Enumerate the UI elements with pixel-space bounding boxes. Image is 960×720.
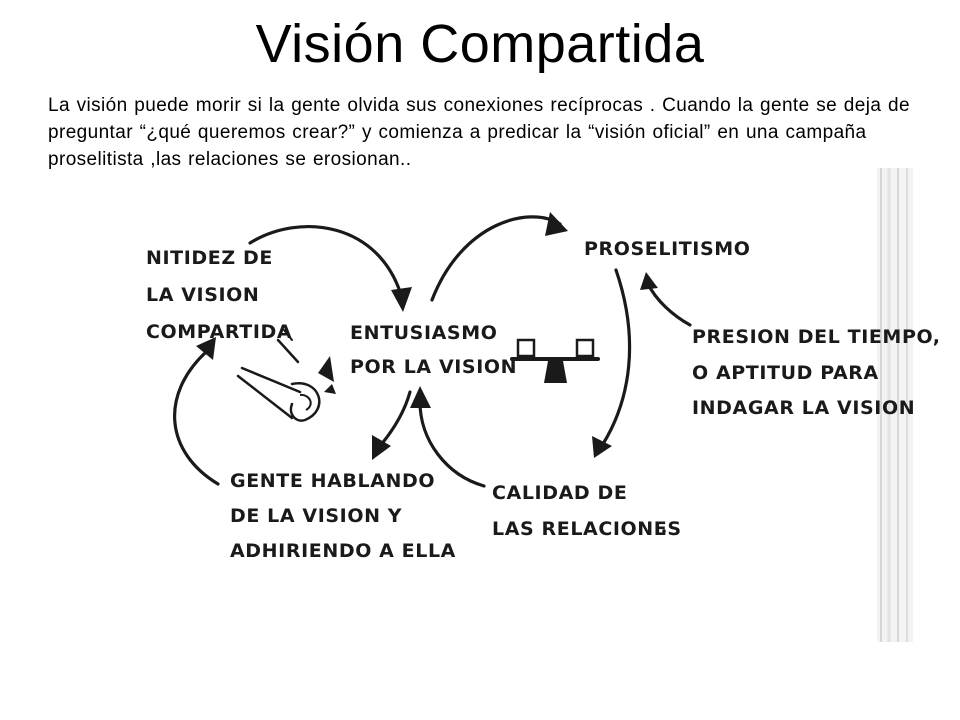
balance-icon — [510, 338, 600, 383]
node-gente: GENTE HABLANDO DE LA VISION Y ADHIRIENDO… — [230, 470, 456, 562]
arrow-proselitismo-to-calidad — [592, 268, 632, 458]
node-entusiasmo-line-2: POR LA VISION — [350, 356, 517, 378]
node-nitidez-line-1: NITIDEZ DE — [146, 247, 273, 269]
node-entusiasmo-line-1: ENTUSIASMO — [350, 322, 497, 344]
node-gente-line-2: DE LA VISION Y — [230, 505, 402, 527]
node-gente-line-1: GENTE HABLANDO — [230, 470, 435, 492]
node-presion-line-2: O APTITUD PARA — [692, 362, 879, 384]
arrow-nitidez-to-entusiasmo — [248, 224, 412, 312]
arrow-gente-to-nitidez — [173, 337, 220, 486]
node-presion: PRESION DEL TIEMPO, O APTITUD PARA INDAG… — [692, 326, 941, 419]
arrow-entusiasmo-to-gente — [372, 390, 412, 460]
node-calidad-line-2: LAS RELACIONES — [492, 518, 682, 540]
arrow-presion-to-proselitismo — [640, 272, 692, 327]
node-entusiasmo: ENTUSIASMO POR LA VISION — [350, 322, 517, 378]
node-nitidez: NITIDEZ DE LA VISION COMPARTIDA — [146, 247, 292, 343]
node-gente-line-3: ADHIRIENDO A ELLA — [230, 540, 456, 562]
node-presion-line-3: INDAGAR LA VISION — [692, 397, 915, 419]
description-text: La visión puede morir si la gente olvida… — [48, 95, 910, 170]
node-proselitismo-line-1: PROSELITISMO — [584, 238, 751, 260]
node-nitidez-line-3: COMPARTIDA — [146, 321, 292, 343]
slide-title: Visión Compartida — [255, 14, 705, 74]
arrow-entusiasmo-to-proselitismo — [430, 212, 568, 302]
node-proselitismo: PROSELITISMO — [584, 238, 751, 260]
stray-dot — [662, 529, 666, 533]
node-nitidez-line-2: LA VISION — [146, 284, 259, 306]
snowball-icon — [236, 329, 336, 422]
node-presion-line-1: PRESION DEL TIEMPO, — [692, 326, 941, 348]
node-calidad: CALIDAD DE LAS RELACIONES — [492, 482, 682, 540]
arrow-calidad-to-entusiasmo — [410, 386, 486, 488]
scan-edge — [877, 168, 913, 642]
node-calidad-line-1: CALIDAD DE — [492, 482, 627, 504]
